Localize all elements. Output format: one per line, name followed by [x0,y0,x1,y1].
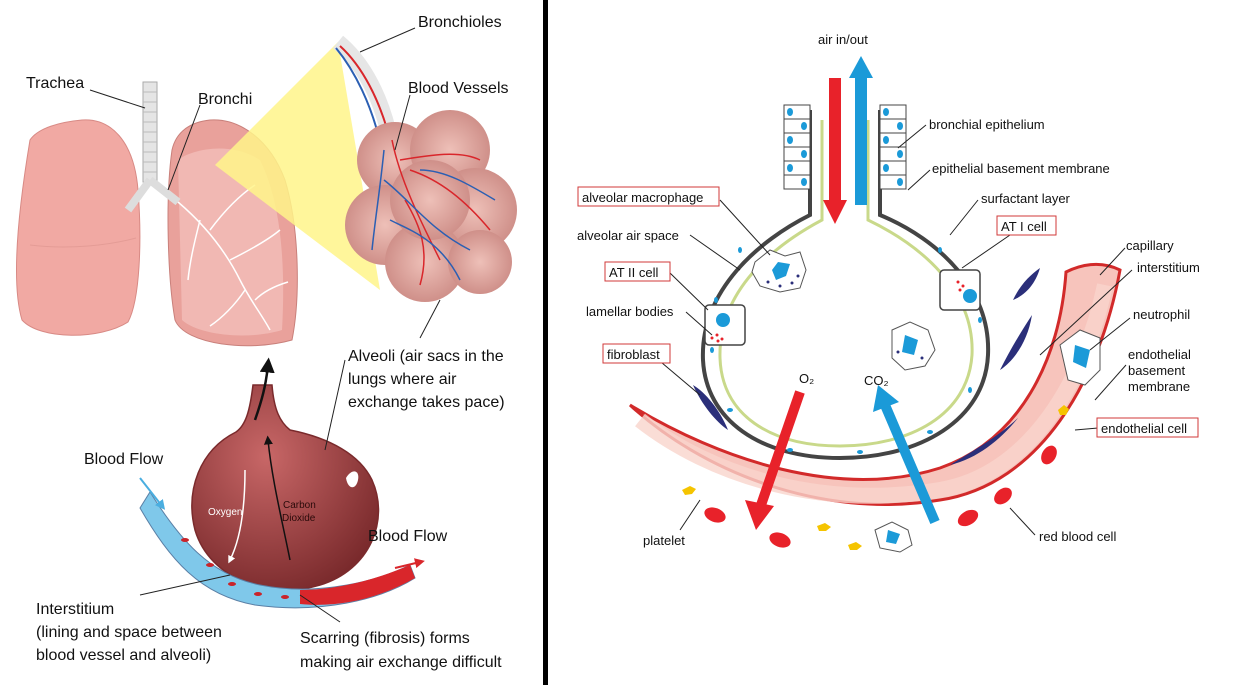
left-panel: Trachea Bronchi Bronchioles Blood Vessel… [16,14,517,671]
label-air-in-out: air in/out [818,32,868,47]
air-flow-arrow [253,357,275,421]
label-endo-bm-2: basement [1128,363,1185,378]
label-neutrophil: neutrophil [1133,307,1190,322]
co2-arrow [873,385,940,524]
bronchial-epithelium [783,104,907,190]
label-alveoli-2: lungs where air [348,371,457,388]
air-in-arrow [823,78,847,224]
left-lung [16,119,141,336]
label-interstitium: interstitium [1137,260,1200,275]
label-trachea: Trachea [26,75,84,92]
label-interstitium-3: blood vessel and alveoli) [36,647,211,664]
label-endothelial-cell: endothelial cell [1101,421,1187,436]
label-at2: AT II cell [609,265,658,280]
label-blood-flow-right: Blood Flow [368,528,448,545]
air-out-arrow [849,56,873,205]
fibroblasts [693,268,1040,465]
bronchi [124,176,181,213]
neutrophil-cell [1059,329,1101,386]
at2-cell-right [939,269,981,311]
carbon-dioxide-arrow [263,435,291,561]
label-blood-flow-left: Blood Flow [84,451,164,468]
label-endo-bm-3: membrane [1128,379,1190,394]
blood-flow-in-arrow [139,477,166,510]
label-carbon-2: Dioxide [282,513,316,524]
label-carbon-1: Carbon [283,500,316,511]
alveoli-veins [371,149,496,281]
label-scarring-1: Scarring (fibrosis) forms [300,630,470,647]
label-epithelial-bm: epithelial basement membrane [932,161,1110,176]
alveolar-macrophage-1 [751,249,807,293]
bronchiole-tube [332,35,396,132]
label-oxygen: Oxygen [208,507,242,518]
panel-divider [543,0,548,685]
box-endothelial-cell [1096,417,1199,438]
alveolar-macrophage-2 [891,321,936,371]
label-fibroblast: fibroblast [607,347,660,362]
box-fibroblast [602,343,671,364]
label-interstitium-2: (lining and space between [36,624,222,641]
red-blood-cells-right [704,445,1057,548]
box-alveolar-macrophage [577,186,720,207]
label-platelet: platelet [643,533,685,548]
label-lamellar: lamellar bodies [586,304,674,319]
label-bronchioles: Bronchioles [418,14,502,31]
alveoli-arteries [391,139,491,286]
label-endo-bm-1: endothelial [1128,347,1191,362]
platelets [682,405,1069,550]
label-alveolar-macrophage: alveolar macrophage [582,190,703,205]
label-bronchi: Bronchi [198,91,252,108]
blood-flow-out-arrow [394,558,425,569]
label-alveoli-3: exchange takes pace) [348,394,505,411]
label-alveoli-1: Alveoli (air sacs in the [348,348,504,365]
oxygen-arrow [228,469,246,564]
label-red-blood-cell: red blood cell [1039,529,1116,544]
epithelium-nuclei [710,108,982,454]
label-surfactant: surfactant layer [981,191,1071,206]
alveolar-sac [191,384,380,591]
label-o2: O₂ [799,371,814,386]
neutrophil-in-vessel [874,521,913,553]
red-blood-cells-left [181,538,289,599]
zoom-highlight [215,42,380,290]
label-co2: CO₂ [864,373,889,388]
box-at1 [996,215,1057,236]
o2-arrow [745,390,805,530]
box-at2 [604,261,671,282]
label-at1: AT I cell [1001,219,1047,234]
right-panel: air in/out bronchial epithelium epitheli… [577,32,1200,553]
label-interstitium-1: Interstitium [36,601,114,618]
label-scarring-2: making air exchange difficult [300,654,502,671]
label-alveolar-air-space: alveolar air space [577,228,679,243]
bronchial-tree [177,184,289,331]
label-capillary: capillary [1126,238,1174,253]
at2-cell-left [704,304,746,346]
label-bronchial-epithelium: bronchial epithelium [929,117,1045,132]
label-blood-vessels: Blood Vessels [408,80,509,97]
